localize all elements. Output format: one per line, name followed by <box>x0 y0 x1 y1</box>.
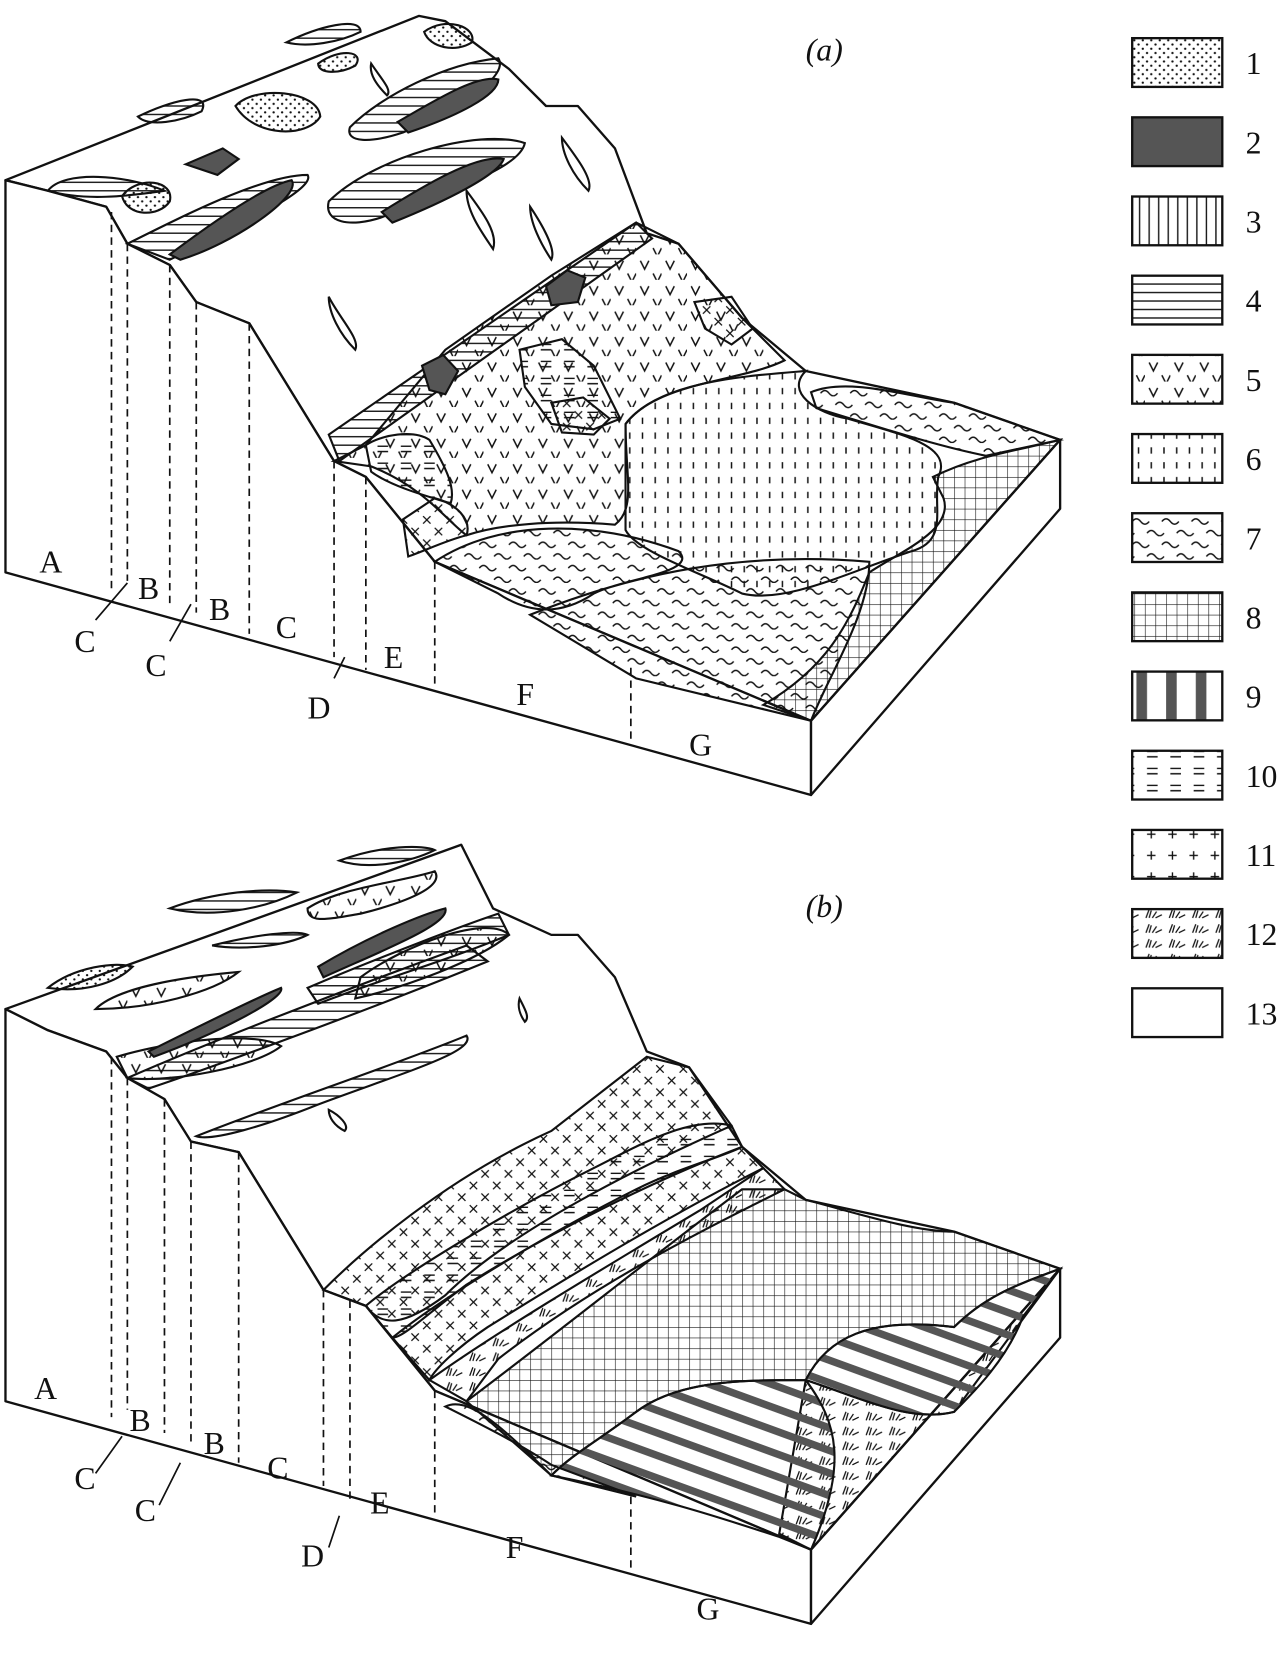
legend-number: 4 <box>1246 284 1262 319</box>
legend-swatch-solid-dark <box>1131 116 1224 168</box>
legend-number: 7 <box>1246 521 1262 556</box>
legend-swatch-grid <box>1131 591 1224 643</box>
legend-item: 2 <box>1131 116 1262 168</box>
legend-swatch-dots <box>1131 36 1224 89</box>
zone-label-c: C <box>74 624 95 659</box>
zone-label-c: C <box>135 1493 156 1528</box>
zone-label-c: C <box>267 1451 288 1486</box>
zone-label-b: B <box>209 592 230 627</box>
legend-item: 10 <box>1131 749 1278 801</box>
legend-swatch-tildes <box>1131 512 1224 564</box>
block-a: (a) A B B C C C D E F G <box>4 14 1065 797</box>
legend-item: 5 <box>1131 353 1262 405</box>
zone-label-d: D <box>308 691 331 726</box>
legend-number: 2 <box>1246 125 1262 160</box>
zone-label-g: G <box>697 1592 720 1627</box>
legend-item: 1 <box>1131 36 1262 89</box>
zone-label-d: D <box>301 1539 324 1574</box>
legend-swatch-double-dashes <box>1131 749 1224 801</box>
panel-label-a: (a) <box>806 32 843 67</box>
legend-item: 3 <box>1131 195 1262 247</box>
legend-item: 8 <box>1131 591 1262 643</box>
legend-number: 6 <box>1246 442 1262 477</box>
zone-label-c: C <box>276 610 297 645</box>
legend-swatch-dashed-vertical <box>1131 432 1224 484</box>
zone-label-a: A <box>34 1371 57 1406</box>
zone-label-f: F <box>506 1530 524 1565</box>
legend-number: 9 <box>1246 680 1262 715</box>
legend-item: 6 <box>1131 432 1262 484</box>
legend-swatch-horizontal-lines <box>1131 274 1224 326</box>
legend-swatch-crosses <box>1131 828 1224 880</box>
zone-label-b: B <box>138 571 159 606</box>
zone-label-c: C <box>145 648 166 683</box>
panel-label-b: (b) <box>806 889 843 924</box>
legend-number: 12 <box>1246 917 1278 952</box>
legend-item: 4 <box>1131 274 1262 326</box>
block-b: (b) A B B C C C D E F G <box>4 843 1064 1627</box>
legend-swatch-v-marks <box>1131 353 1224 405</box>
legend-swatch-grass <box>1131 907 1224 960</box>
legend-item: 12 <box>1131 907 1278 960</box>
legend-item: 11 <box>1131 828 1277 880</box>
legend-number: 5 <box>1246 363 1262 398</box>
zone-label-a: A <box>39 544 62 579</box>
legend-number: 3 <box>1246 205 1262 240</box>
zone-label-b: B <box>129 1403 150 1438</box>
legend-item: 7 <box>1131 512 1262 564</box>
legend-swatch-vertical-lines <box>1131 195 1224 247</box>
zone-label-g: G <box>689 728 712 763</box>
legend-number: 8 <box>1246 600 1262 635</box>
zone-label-c: C <box>74 1461 95 1496</box>
zone-label-f: F <box>516 677 534 712</box>
legend-number: 13 <box>1246 996 1278 1031</box>
legend-swatch-blank <box>1131 987 1224 1039</box>
zone-label-b: B <box>204 1426 225 1461</box>
zone-label-e: E <box>370 1486 389 1521</box>
legend-item: 9 <box>1131 670 1262 722</box>
legend-number: 10 <box>1246 759 1278 794</box>
legend-swatch-dark-bars <box>1131 670 1224 722</box>
legend-number: 1 <box>1246 46 1262 81</box>
zone-label-e: E <box>384 640 403 675</box>
legend-item: 13 <box>1131 987 1278 1039</box>
legend-number: 11 <box>1246 838 1277 873</box>
